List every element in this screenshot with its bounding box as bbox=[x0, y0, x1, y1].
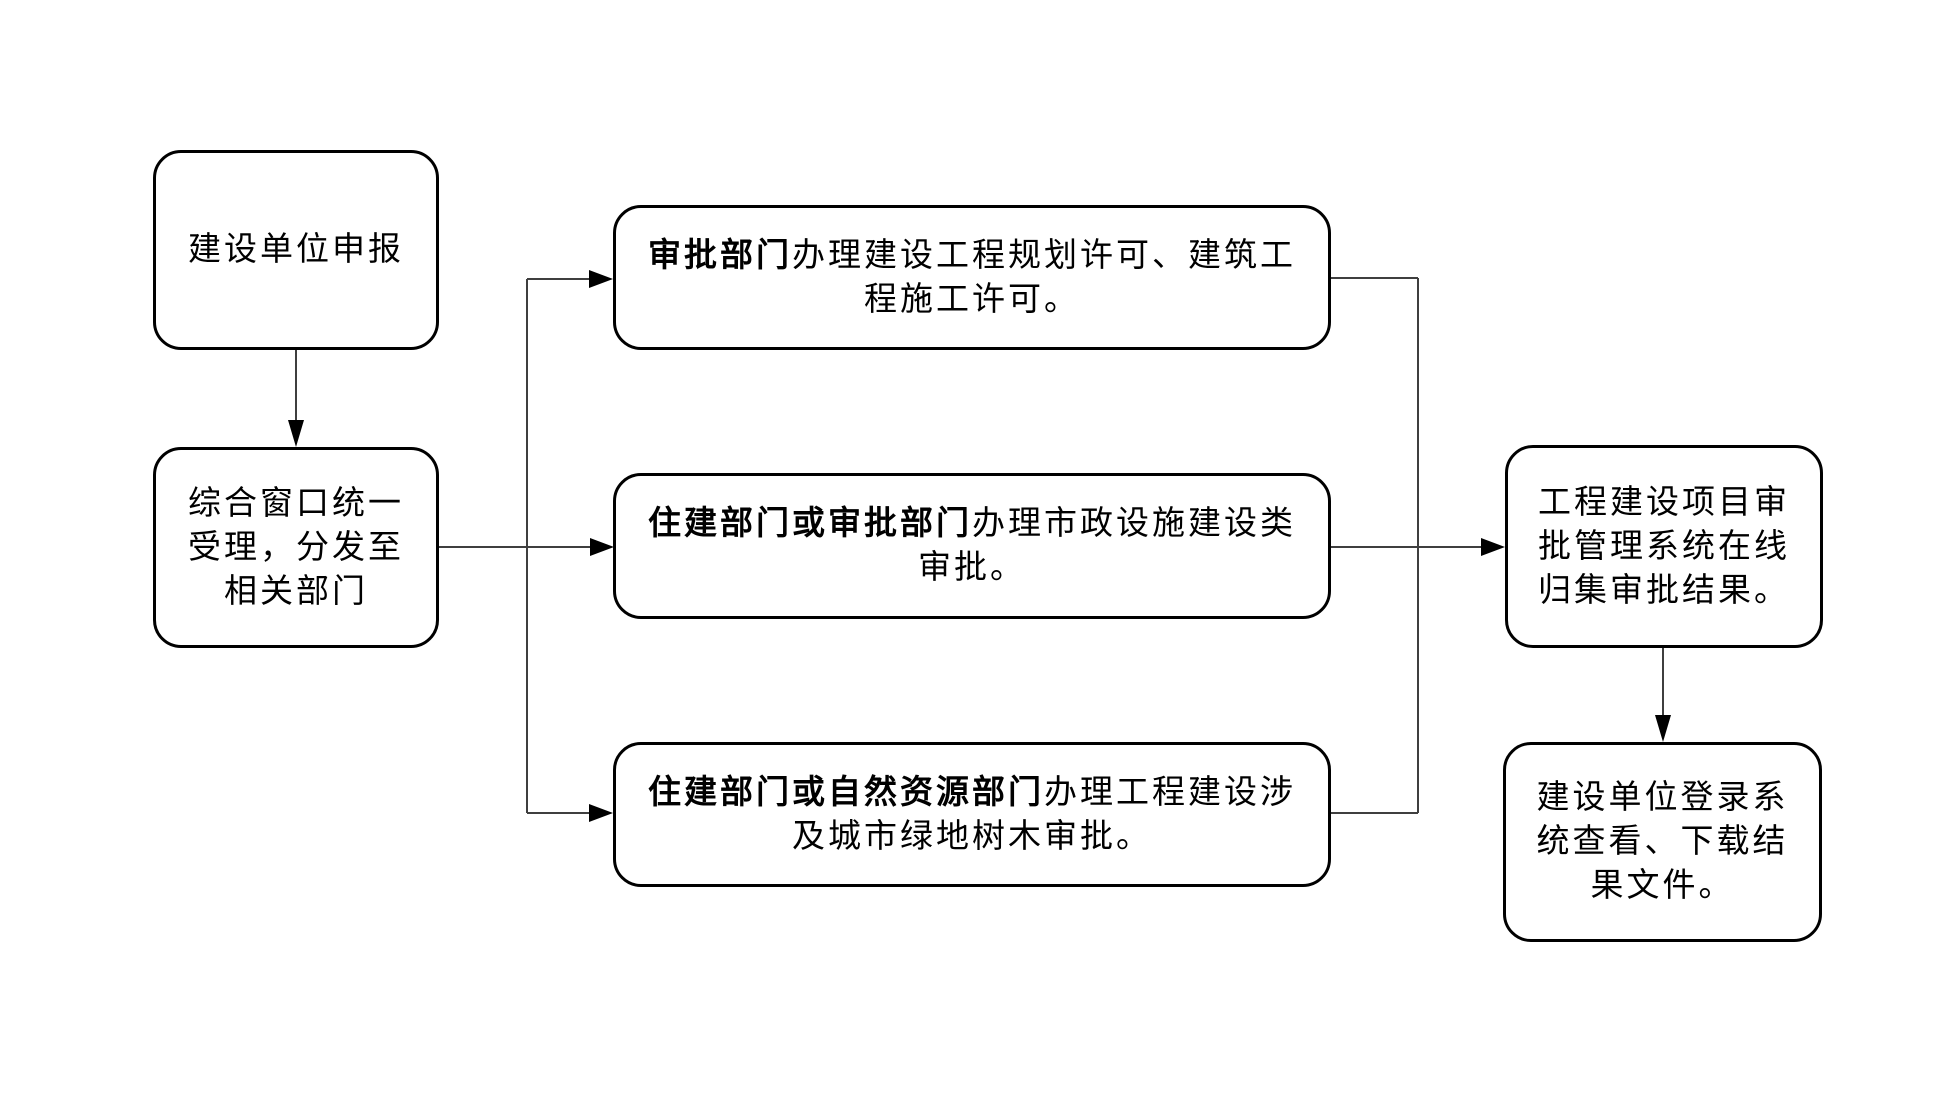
box-text: 办理建设工程规划许可、建筑工 bbox=[792, 237, 1296, 274]
arrow-approval-dept-head bbox=[589, 270, 613, 288]
box-login-download-results: 建设单位登录系 统查看、下载结 果文件。 bbox=[1503, 742, 1822, 942]
box-text-line: 程施工许可。 bbox=[864, 281, 1080, 318]
box-text-line: 及城市绿地树木审批。 bbox=[792, 818, 1152, 855]
box-text-line: 建设单位申报 bbox=[188, 232, 404, 268]
arrow-collect-to-download-head bbox=[1655, 715, 1671, 742]
box-text-line: 建设单位登录系 bbox=[1536, 780, 1789, 816]
box-text-line: 统查看、下载结 bbox=[1536, 824, 1789, 860]
box-municipal-facilities-approval: 住建部门或审批部门办理市政设施建设类 审批。 bbox=[613, 473, 1331, 619]
box-green-space-trees-approval: 住建部门或自然资源部门办理工程建设涉 及城市绿地树木审批。 bbox=[613, 742, 1331, 887]
box-text-line: 批管理系统在线 bbox=[1538, 528, 1790, 565]
arrow-collect-system-head bbox=[1481, 538, 1505, 556]
box-text-line: 工程建设项目审 bbox=[1538, 484, 1790, 521]
box-online-collection-system: 工程建设项目审 批管理系统在线 归集审批结果。 bbox=[1505, 445, 1823, 648]
box-comprehensive-window: 综合窗口统一 受理，分发至 相关部门 bbox=[153, 447, 439, 648]
box-text: 办理工程建设涉 bbox=[1044, 774, 1296, 811]
box-text-line: 果文件。 bbox=[1590, 868, 1735, 904]
box-text-line: 审批。 bbox=[918, 550, 1026, 586]
box-text-line: 审批部门办理建设工程规划许可、建筑工 bbox=[648, 234, 1296, 278]
arrow-municipal-head bbox=[590, 538, 614, 556]
box-text-line: 相关部门 bbox=[224, 573, 368, 610]
dept-name-bold: 住建部门或审批部门 bbox=[648, 506, 972, 542]
arrow-declare-to-window-head bbox=[288, 420, 304, 447]
dept-name-bold: 审批部门 bbox=[648, 237, 792, 274]
box-text-line: 住建部门或自然资源部门办理工程建设涉 bbox=[648, 771, 1296, 815]
dept-name-bold: 住建部门或自然资源部门 bbox=[648, 774, 1044, 811]
box-text-line: 受理，分发至 bbox=[188, 529, 404, 566]
box-text-line: 住建部门或审批部门办理市政设施建设类 bbox=[648, 502, 1296, 546]
box-construction-unit-declare: 建设单位申报 bbox=[153, 150, 439, 350]
arrow-green-space-head bbox=[589, 804, 613, 822]
box-text-line: 综合窗口统一 bbox=[188, 485, 404, 522]
box-text: 办理市政设施建设类 bbox=[972, 506, 1296, 542]
box-approval-dept-permits: 审批部门办理建设工程规划许可、建筑工 程施工许可。 bbox=[613, 205, 1331, 350]
box-text-line: 归集审批结果。 bbox=[1538, 572, 1790, 609]
